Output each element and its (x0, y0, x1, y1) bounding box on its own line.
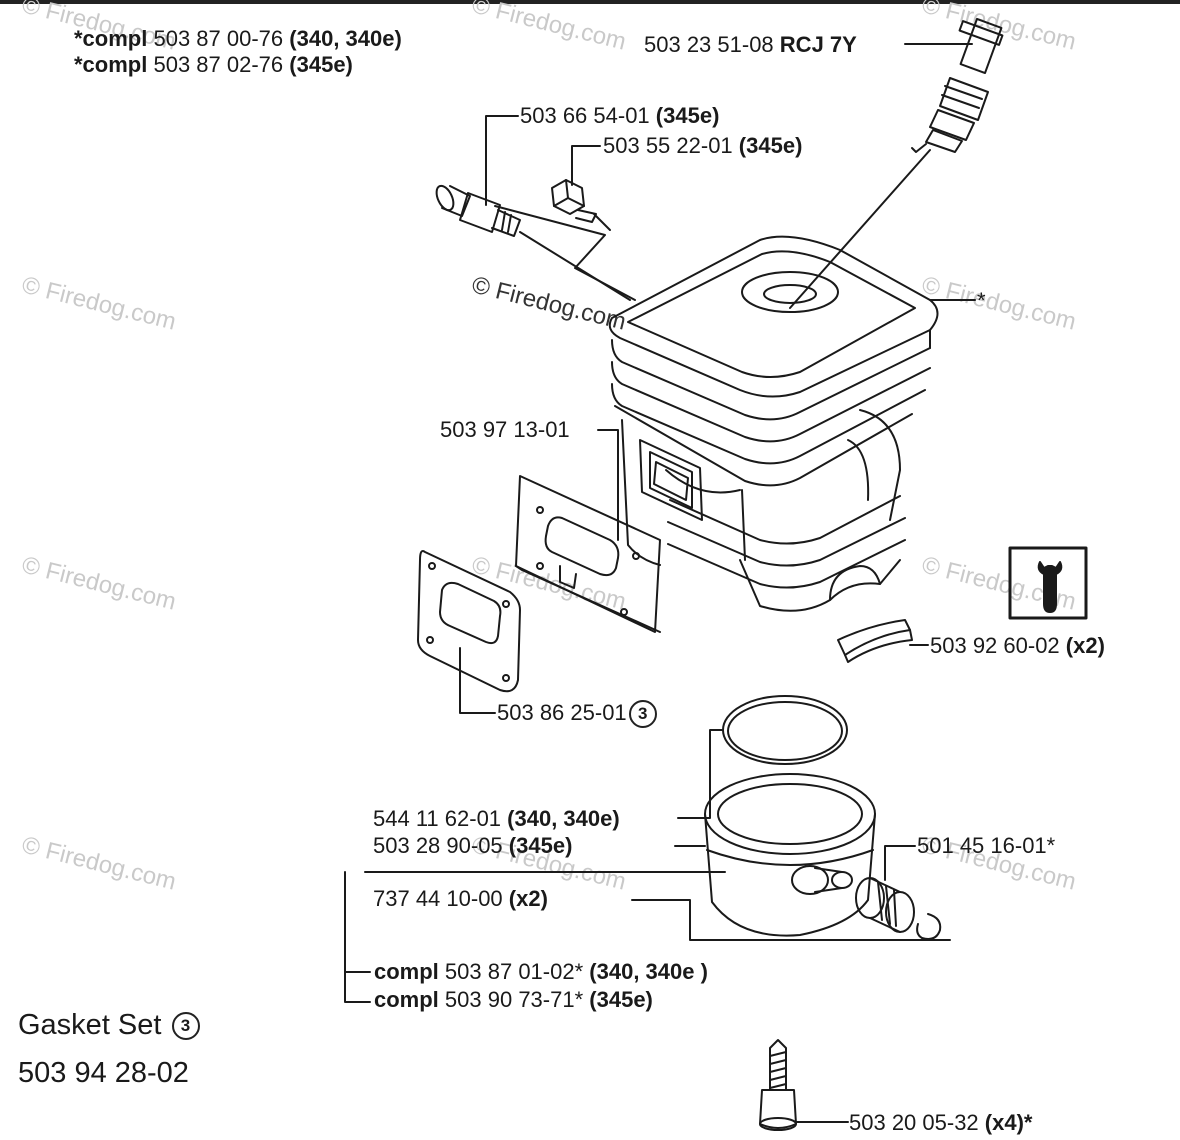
gasket-plate-icon (515, 475, 661, 633)
gasket-plate-label: 503 97 13-01 (440, 417, 570, 442)
piston-icon (704, 773, 876, 937)
retainer-clip-icon (837, 619, 913, 663)
cylinder-plug-label: 503 55 22-01 (345e) (603, 133, 803, 158)
gasket-set-title: Gasket Set 3 (18, 1008, 200, 1042)
piston-compl-340-label: compl 503 87 01-02* (340, 340e ) (374, 959, 708, 984)
piston-compl-345-label: compl 503 90 73-71* (345e) (374, 987, 653, 1012)
wrench-info-icon (1008, 546, 1088, 620)
screw-label: 503 20 05-32 (x4)* (849, 1110, 1033, 1135)
circlip-icon (916, 913, 942, 940)
piston-ring-icon (722, 695, 848, 765)
gasket-set-number: 503 94 28-02 (18, 1057, 189, 1089)
tool-x2-label: 503 92 60-02 (x2) (930, 633, 1105, 658)
compl-345-label: *compl 503 87 02-76 (345e) (74, 52, 353, 77)
spark-plug-label: 503 23 51-08 RCJ 7Y (644, 32, 857, 57)
exhaust-gasket-icon (417, 550, 521, 693)
decomp-valve-label: 503 66 54-01 (345e) (520, 103, 720, 128)
spark-plug-icon (911, 18, 1004, 153)
compl-340-label: *compl 503 87 00-76 (340, 340e) (74, 26, 402, 51)
cylinder-icon (608, 235, 939, 612)
bearing-label: 501 45 16-01* (917, 833, 1056, 858)
screw-icon (759, 1039, 797, 1131)
cylinder-star-label: * (977, 288, 986, 313)
cylinder-plug-icon (551, 179, 611, 231)
gasket-set-marker-icon: 3 (171, 1012, 200, 1041)
piston-345-label: 503 28 90-05 (345e) (373, 833, 573, 858)
circlip-label: 737 44 10-00 (x2) (373, 886, 548, 911)
top-border (0, 0, 1180, 4)
needle-bearing-icon (855, 877, 915, 933)
gasket-set-marker-icon: 3 (628, 700, 657, 729)
piston-340-label: 544 11 62-01 (340, 340e) (373, 806, 620, 831)
